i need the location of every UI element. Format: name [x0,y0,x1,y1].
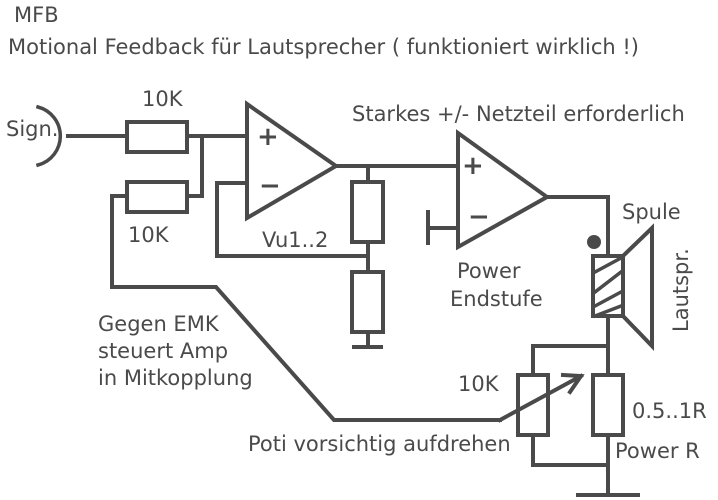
poti-wiper [497,373,584,423]
sense-resistor-name: Power R [615,439,700,463]
coil-label: Spule [622,200,681,224]
wire-poti-bottom [531,433,610,467]
resistor-divider-upper [350,180,385,244]
power-amp-plus-icon: + [462,151,484,181]
resistor-sense [591,373,625,437]
resistor-input [125,120,189,154]
resistor-feedback [125,180,189,214]
note-line-2: steuert Amp [98,339,228,363]
poti-note: Poti vorsichtig aufdrehen [248,432,511,456]
resistor-input-label: 10K [142,87,184,111]
wire-feedback-path [110,194,502,422]
power-supply-note: Starkes +/- Netzteil erforderlich [352,102,685,126]
opamp-power-amp [456,129,551,251]
signal-jack-icon [35,104,63,168]
polarity-dot-icon [587,235,601,249]
title: MFB [14,3,59,27]
note-line-3: in Mitkopplung [98,366,253,390]
speaker-cone-icon [620,223,654,351]
coil-winding-icon [592,255,624,319]
potentiometer-label: 10K [458,372,500,396]
opamp-plus-icon: + [257,122,279,152]
wire-junction-feedback [185,134,204,198]
note-line-1: Gegen EMK [98,312,220,336]
poti-arrow-icon [560,372,585,395]
potentiometer [516,373,550,437]
wire-power-amp-output [545,195,610,258]
speaker-label: Lautspr. [669,248,693,332]
resistor-feedback-label: 10K [128,223,170,247]
opamp-label: Vu1..2 [262,228,328,252]
power-amp-label-2: Endstufe [450,287,543,311]
subtitle: Motional Feedback für Lautsprecher ( fun… [8,35,639,59]
resistor-divider-lower [350,270,385,334]
wire-poti-top [531,344,610,376]
wire-opamp-negative-feedback [215,181,370,258]
power-amp-label-1: Power [457,259,521,283]
opamp-minus-icon: − [259,171,281,201]
signal-label: Sign. [6,117,58,141]
power-amp-minus-icon: − [468,202,490,232]
sense-resistor-value: 0.5..1R [632,399,707,423]
opamp-preamp [245,100,340,222]
